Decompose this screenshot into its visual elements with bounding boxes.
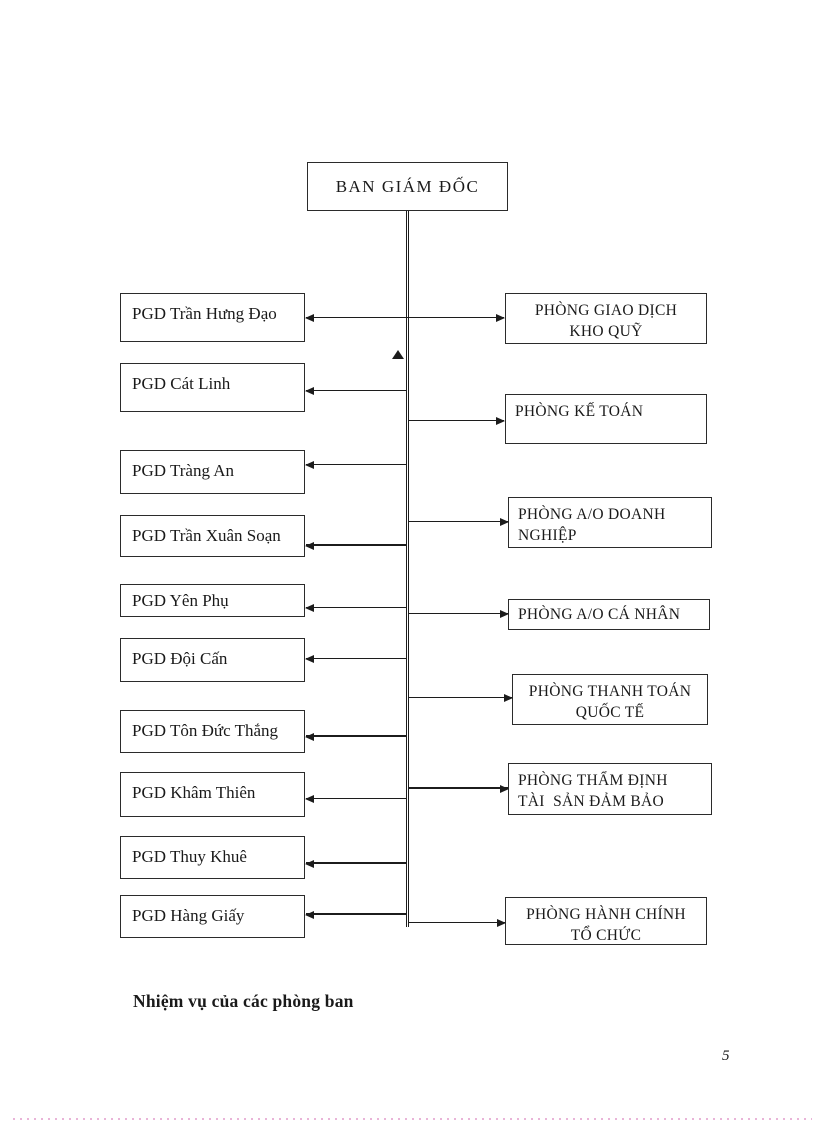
org-box-label: PHÒNG HÀNH CHÍNH TỔ CHỨC [526, 906, 686, 944]
org-box-pgd-doi-can: PGD Đội Cấn [120, 638, 305, 682]
org-box-label: PGD Yên Phụ [132, 591, 229, 610]
org-box-label: PGD Cát Linh [132, 374, 231, 393]
org-box-label: PGD Khâm Thiên [132, 783, 256, 802]
org-box-label: PGD Đội Cấn [132, 649, 228, 668]
org-box-label: PHÒNG A/O CÁ NHÂN [518, 606, 681, 623]
connector-arrow-left [305, 542, 406, 550]
org-box-label: PGD Trần Hưng Đạo [132, 304, 277, 323]
connector-arrow-left [305, 461, 406, 469]
connector-arrow-right [409, 610, 509, 618]
org-box-pgd-hang-giay: PGD Hàng Giấy [120, 895, 305, 938]
org-box-label: PHÒNG A/O DOANH NGHIỆP [518, 506, 666, 544]
org-box-pgd-kham-thien: PGD Khâm Thiên [120, 772, 305, 817]
org-box-label: PHÒNG KẾ TOÁN [515, 403, 644, 420]
connector-arrow-left [305, 655, 406, 663]
connector-arrow-right [409, 919, 506, 927]
org-box-label: PGD Tôn Đức Thắng [132, 721, 278, 740]
page-number: 5 [722, 1048, 730, 1064]
org-box-pgd-tran-hung-dao: PGD Trần Hưng Đạo [120, 293, 305, 342]
org-box-label: PGD Trần Xuân Soạn [132, 526, 281, 545]
org-box-phong-ao-ca-nhan: PHÒNG A/O CÁ NHÂN [508, 599, 710, 630]
connector-arrow-right [409, 694, 513, 702]
org-box-label: PGD Thuy Khuê [132, 847, 247, 866]
org-box-phong-ao-doanh-nghiep: PHÒNG A/O DOANH NGHIỆP [508, 497, 712, 548]
connector-arrow-left [305, 911, 406, 919]
spine-up-arrowhead-icon [392, 350, 404, 359]
org-box-label: PHÒNG THẨM ĐỊNH TÀI SẢN ĐẢM BẢO [518, 772, 668, 810]
footer-dotted-rule [13, 1118, 812, 1120]
connector-double-arrow [305, 314, 505, 322]
org-box-pgd-trang-an: PGD Tràng An [120, 450, 305, 494]
connector-arrow-left [305, 860, 406, 868]
section-heading: Nhiệm vụ của các phòng ban [133, 991, 354, 1011]
connector-arrow-right [409, 785, 509, 793]
connector-arrow-left [305, 604, 406, 612]
org-chart-spine-line [406, 211, 409, 927]
org-box-label: PGD Hàng Giấy [132, 906, 245, 925]
org-box-label: PHÒNG GIAO DỊCH KHO QUỸ [534, 302, 678, 340]
org-box-phong-giao-dich-kho-quy: PHÒNG GIAO DỊCH KHO QUỸ [505, 293, 707, 344]
connector-arrow-left [305, 387, 406, 395]
org-box-root: BAN GIÁM ĐỐC [307, 162, 508, 211]
org-box-phong-ke-toan: PHÒNG KẾ TOÁN [505, 394, 707, 444]
org-box-root-label: BAN GIÁM ĐỐC [335, 177, 480, 196]
org-box-pgd-cat-linh: PGD Cát Linh [120, 363, 305, 412]
org-box-label: PHÒNG THANH TOÁN QUỐC TẾ [528, 683, 692, 721]
org-box-pgd-yen-phu: PGD Yên Phụ [120, 584, 305, 617]
org-box-pgd-tran-xuan-soan: PGD Trần Xuân Soạn [120, 515, 305, 557]
connector-arrow-left [305, 733, 406, 741]
connector-arrow-left [305, 795, 406, 803]
org-box-pgd-ton-duc-thang: PGD Tôn Đức Thắng [120, 710, 305, 753]
connector-arrow-right [409, 518, 509, 526]
org-box-label: PGD Tràng An [132, 461, 235, 480]
org-box-phong-tham-dinh-tai-san: PHÒNG THẨM ĐỊNH TÀI SẢN ĐẢM BẢO [508, 763, 712, 815]
connector-arrow-right [409, 417, 505, 425]
org-box-phong-hanh-chinh-to-chuc: PHÒNG HÀNH CHÍNH TỔ CHỨC [505, 897, 707, 945]
org-box-phong-thanh-toan-quoc-te: PHÒNG THANH TOÁN QUỐC TẾ [512, 674, 708, 725]
org-box-pgd-thuy-khue: PGD Thuy Khuê [120, 836, 305, 879]
